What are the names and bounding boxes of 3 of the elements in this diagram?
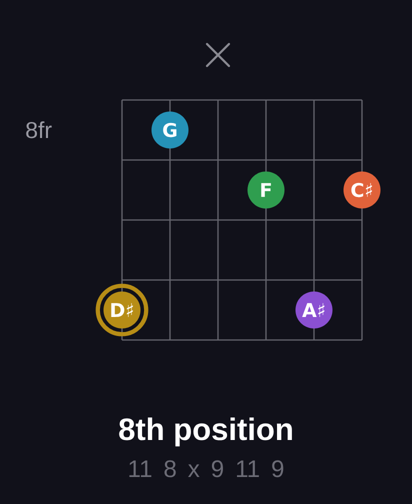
fret-number: 8fr	[26, 121, 52, 138]
fret-numbers: 11 8 x 9 11 9	[129, 460, 284, 478]
title: 8th position	[119, 418, 292, 446]
